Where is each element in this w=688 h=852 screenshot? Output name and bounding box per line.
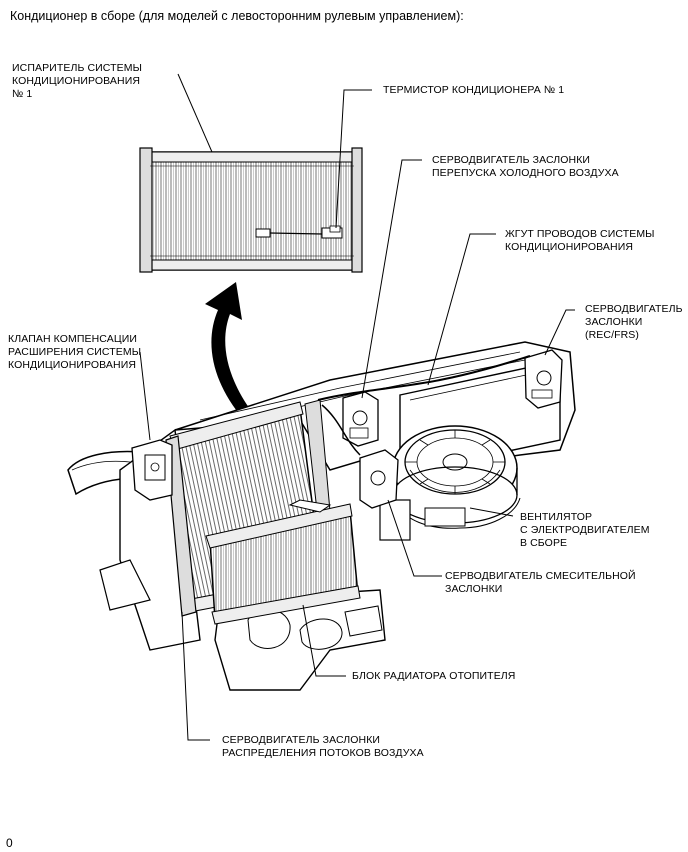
servo-air-mix [359,449,399,509]
label-blower: ВЕНТИЛЯТОР С ЭЛЕКТРОДВИГАТЕЛЕМ В СБОРЕ [520,511,650,549]
servo-rec-frs [524,349,563,409]
page-title: Кондиционер в сборе (для моделей с левос… [10,9,464,23]
label-heater-core: БЛОК РАДИАТОРА ОТОПИТЕЛЯ [352,670,516,682]
blower-wheel [404,429,506,495]
label-expansion-valve: КЛАПАН КОМПЕНСАЦИИ РАСШИРЕНИЯ СИСТЕМЫ КО… [8,333,142,371]
label-airflow-servo: СЕРВОДВИГАТЕЛЬ ЗАСЛОНКИ РАСПРЕДЕЛЕНИЯ ПО… [222,734,424,759]
servo-cool-bypass [342,391,379,447]
label-thermistor: ТЕРМИСТОР КОНДИЦИОНЕРА № 1 [383,84,565,96]
page-marker: 0 [6,836,13,850]
heater-core [205,499,361,625]
leader-lines [139,73,575,741]
label-wire-harness: ЖГУТ ПРОВОДОВ СИСТЕМЫ КОНДИЦИОНИРОВАНИЯ [505,228,655,253]
removal-arrow [205,282,252,420]
wire-harness [317,355,531,401]
label-evaporator: ИСПАРИТЕЛЬ СИСТЕМЫ КОНДИЦИОНИРОВАНИЯ № 1 [12,62,142,100]
evaporator-top [139,147,363,273]
label-air-mix-servo: СЕРВОДВИГАТЕЛЬ СМЕСИТЕЛЬНОЙ ЗАСЛОНКИ [445,570,636,595]
label-cool-bypass-servo: СЕРВОДВИГАТЕЛЬ ЗАСЛОНКИ ПЕРЕПУСКА ХОЛОДН… [432,154,619,179]
label-rec-frs-servo: СЕРВОДВИГАТЕЛЬ ЗАСЛОНКИ (REC/FRS) [585,303,683,341]
thermistor [255,225,343,239]
expansion-valve [131,439,173,501]
